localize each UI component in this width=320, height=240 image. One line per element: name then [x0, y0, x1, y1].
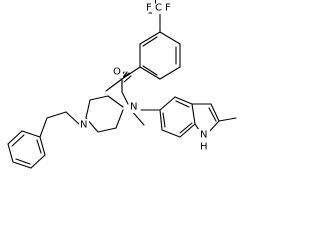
- atom-labels: F C F F O N N N H: [79, 0, 210, 153]
- indole-nitrogen-label: N: [200, 130, 207, 141]
- phenethyl-chain: [39, 111, 81, 138]
- piperidine-ring: [85, 95, 124, 133]
- fluorine-label-top: F: [154, 0, 160, 7]
- chemical-structure: F C F F O N N N H: [7, 0, 237, 169]
- fluorine-label-left: F: [146, 3, 152, 14]
- fluorine-label-right: F: [165, 3, 171, 14]
- piperidine-nitrogen-label: N: [80, 120, 87, 131]
- benzoyl-ring: [139, 31, 181, 80]
- amide-nitrogen-label: N: [130, 102, 137, 113]
- oxygen-label: O: [113, 67, 121, 78]
- indole-benzene-ring: [140, 96, 196, 138]
- indole-pyrrole-ring: [191, 103, 237, 134]
- phenyl-ring: [7, 130, 46, 169]
- indole-hydrogen-label: H: [200, 142, 208, 153]
- carbon-label-cf3: C: [155, 3, 162, 14]
